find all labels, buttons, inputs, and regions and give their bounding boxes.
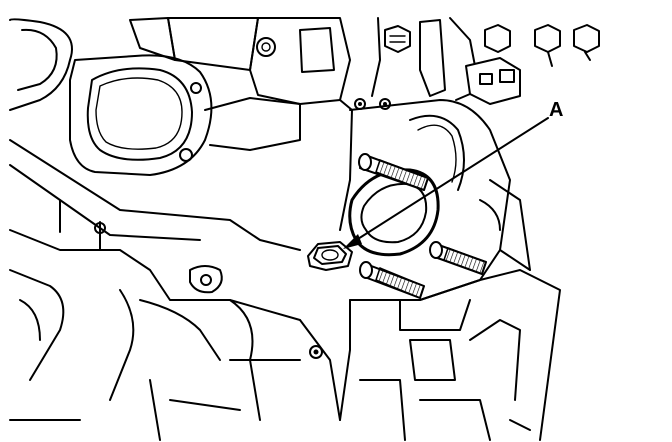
wire-mesh-heat-shield bbox=[129, 17, 259, 71]
lower-block-casting bbox=[9, 139, 341, 441]
hex-bolt-icon bbox=[573, 24, 600, 61]
lower-right-block bbox=[339, 179, 561, 441]
threaded-stud-icon bbox=[358, 153, 429, 191]
hex-bolt-icon bbox=[309, 345, 323, 359]
hex-bolt-icon bbox=[534, 24, 561, 67]
left-port-flange bbox=[9, 18, 213, 176]
hex-bolt-icon bbox=[484, 24, 511, 53]
callout-bolt-a bbox=[307, 241, 353, 271]
callout-label-a: A bbox=[549, 99, 564, 121]
callout-leader-line bbox=[343, 117, 549, 249]
threaded-stud-icon bbox=[359, 261, 425, 299]
threaded-stud-icon bbox=[429, 241, 487, 275]
temperature-sensor-connector-icon bbox=[455, 57, 521, 105]
upper-cylinder-head bbox=[204, 17, 353, 231]
hex-bolt-icon bbox=[384, 25, 411, 53]
